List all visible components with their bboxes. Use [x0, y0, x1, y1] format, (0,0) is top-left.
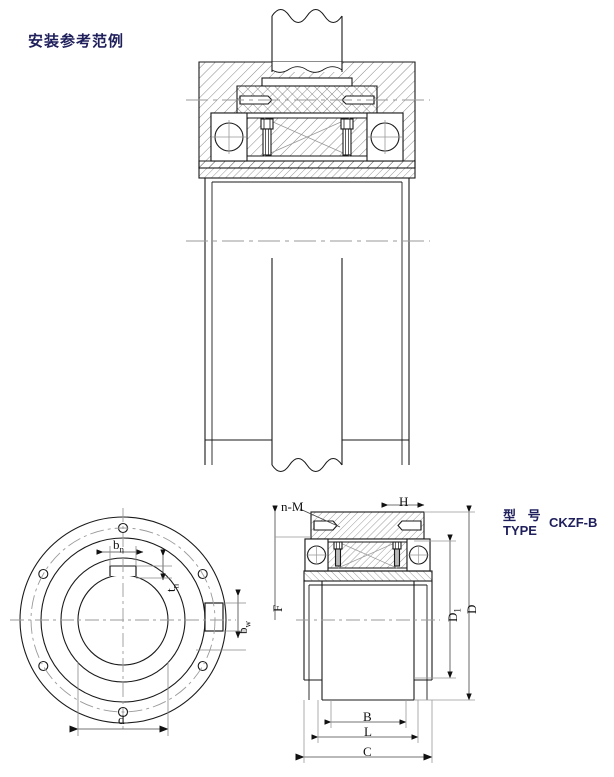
housing-base-plate — [198, 160, 416, 169]
top-shaft-break-wavy — [271, 8, 343, 24]
side-grubscrew-right — [392, 541, 402, 567]
type-label-cn: 型 号 — [503, 508, 545, 523]
dim-label-H: H — [399, 494, 409, 509]
side-thread-right — [397, 520, 422, 531]
side-thread-left — [313, 520, 338, 531]
side-dimension-lines — [272, 502, 475, 763]
external-key-block — [204, 602, 224, 632]
shaft-clear-area — [272, 62, 342, 72]
nM-leader — [299, 508, 341, 528]
dim-label-L: L — [364, 724, 372, 739]
dim-label-n-M: n-M — [281, 499, 304, 514]
bolt-hole — [197, 660, 208, 672]
dim-label-bn: bn — [113, 537, 124, 555]
page-title: 安装参考范例 — [28, 33, 125, 50]
bolt-hole — [38, 660, 49, 672]
bolt-hole — [38, 568, 49, 580]
dim-label-D1: D1 — [445, 608, 463, 622]
bearing-ball-right — [366, 112, 404, 162]
side-ball-right — [406, 538, 431, 572]
dim-label-bw: bw — [235, 621, 253, 634]
bolt-hole — [197, 568, 208, 580]
side-bearing-cross — [337, 541, 398, 569]
type-value: CKZF-B — [549, 515, 598, 530]
bearing-grub-screw-right — [340, 118, 354, 156]
front-dimension-lines — [69, 546, 246, 736]
type-label-en: TYPE — [503, 523, 537, 538]
dim-label-F: F — [270, 604, 285, 612]
shaft-housing-break-2 — [271, 66, 343, 73]
side-grubscrew-left — [333, 541, 343, 567]
bearing-grub-screw-left — [260, 118, 274, 156]
bearing-cross-lines — [263, 117, 351, 157]
dim-label-d: d — [118, 712, 125, 727]
side-ball-left — [304, 538, 329, 572]
bottom-shaft-break-wavy — [271, 457, 343, 473]
dim-label-D: D — [464, 604, 479, 614]
dim-label-C: C — [363, 744, 372, 759]
assembly-centerline — [186, 99, 430, 242]
dim-label-tn: tn — [163, 583, 181, 592]
front-view-centerlines — [10, 508, 236, 733]
bearing-ball-left — [210, 112, 248, 162]
collar-top-step — [261, 77, 353, 87]
mounting-flange — [198, 167, 416, 179]
side-view-group — [296, 511, 440, 701]
dim-label-B: B — [363, 709, 372, 724]
side-lower-flange — [303, 570, 433, 582]
